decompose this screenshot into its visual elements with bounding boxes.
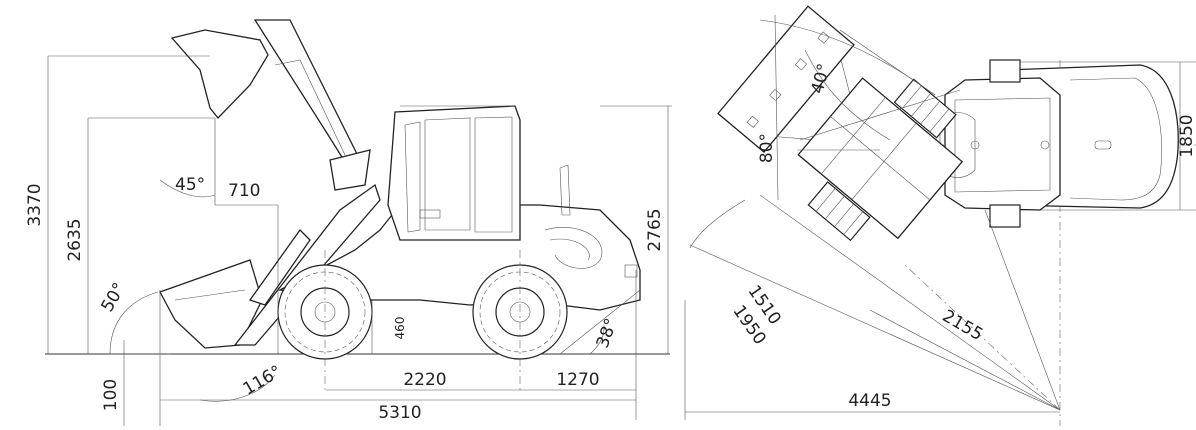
raised-lift-arm	[253, 19, 361, 172]
side-view: 3370 2635 45° 710 50° 100 116° 460 2220 …	[25, 19, 672, 426]
top-view: 80° 40° 1510 1950 2155 4445 1850	[684, 5, 1196, 426]
label-outer-radius: 4445	[848, 391, 891, 411]
label-bucket-lift-height: 3370	[25, 183, 45, 226]
raised-bucket	[170, 29, 269, 119]
label-overall-height: 2765	[645, 208, 665, 251]
front-left-tire	[893, 78, 957, 139]
label-dump-angle: 45°	[175, 175, 205, 195]
bucket-top	[717, 5, 855, 153]
label-tilt-angle: 116°	[240, 362, 285, 400]
label-ground-dig-angle: 50°	[97, 279, 129, 315]
front-frame	[717, 5, 964, 242]
lowered-lift-arm	[233, 183, 381, 346]
label-steer-angle-a: 80°	[757, 133, 777, 163]
label-ground-clearance: 460	[393, 317, 407, 340]
label-overall-length: 5310	[378, 403, 421, 423]
label-departure-angle: 38°	[593, 316, 622, 351]
label-bucket-pin-height: 2635	[65, 218, 85, 261]
label-wheelbase: 2220	[403, 370, 446, 390]
rear-wheel	[472, 264, 568, 360]
label-inner-radius: 2155	[939, 306, 986, 345]
label-vehicle-width: 1850	[1177, 114, 1196, 157]
label-dig-depth: 100	[101, 379, 121, 411]
label-rear-overhang: 1270	[556, 370, 599, 390]
label-dump-reach: 710	[228, 181, 260, 201]
front-right-tire	[807, 181, 871, 242]
